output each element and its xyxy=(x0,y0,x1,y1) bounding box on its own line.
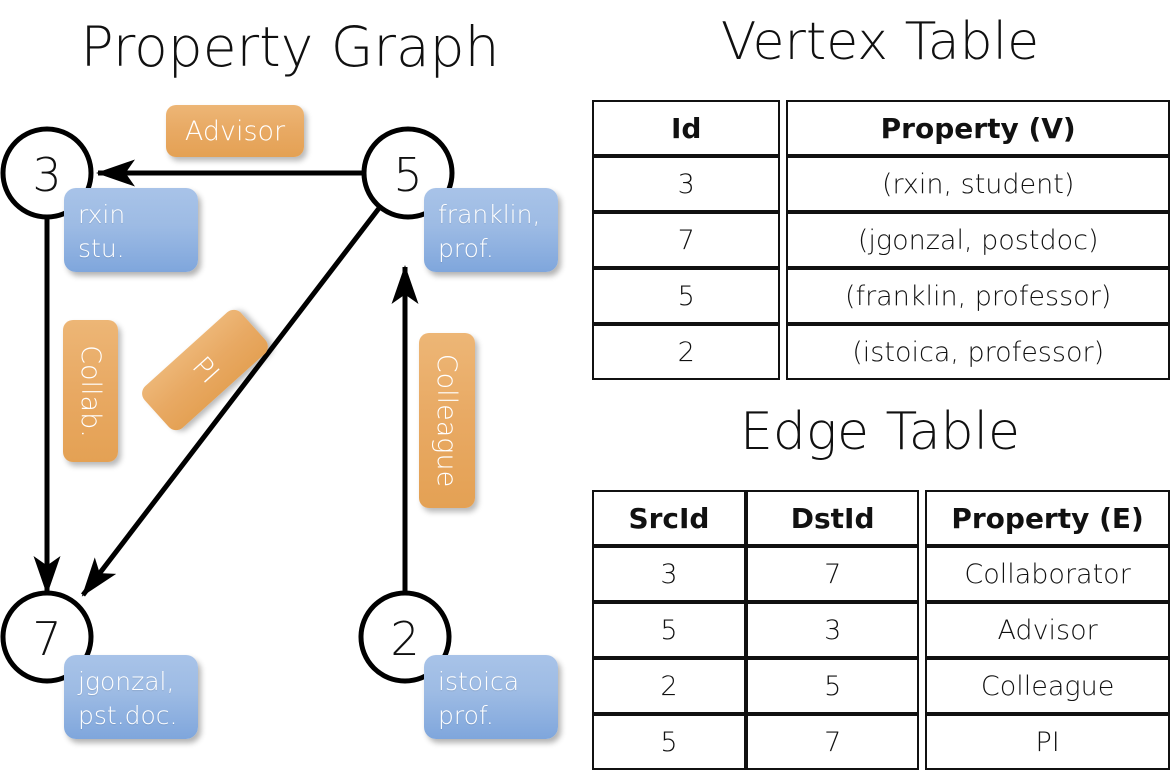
vertex-cell-id: 5 xyxy=(592,268,781,324)
edge-5-to-7-pi xyxy=(81,201,385,597)
vertex-cell-property: (rxin, student) xyxy=(786,156,1170,212)
edge-cell-dstid: 7 xyxy=(745,546,920,602)
table-row[interactable]: 7 (jgonzal, postdoc) xyxy=(592,212,1170,268)
edge-label-collab: Collab. xyxy=(63,320,118,462)
table-row[interactable]: 5 7 PI xyxy=(592,714,1170,770)
edge-header-srcid: SrcId xyxy=(592,490,746,546)
edge-cell-property: PI xyxy=(925,714,1170,770)
table-row[interactable]: 3 7 Collaborator xyxy=(592,546,1170,602)
edge-cell-srcid: 3 xyxy=(592,546,746,602)
page-title-property-graph: Property Graph xyxy=(80,15,500,79)
column-separator xyxy=(919,546,926,602)
vertex-table-header-row: Id Property (V) xyxy=(592,100,1170,156)
edge-cell-property: Advisor xyxy=(925,602,1170,658)
edge-cell-srcid: 5 xyxy=(592,714,746,770)
edge-cell-property: Collaborator xyxy=(925,546,1170,602)
edge-label-text: Advisor xyxy=(184,115,286,147)
section-title-vertex-table: Vertex Table xyxy=(720,12,1040,72)
edge-cell-srcid: 5 xyxy=(592,602,746,658)
vertex-property-box-2: istoica prof. xyxy=(424,655,558,739)
edge-label-colleague: Colleague xyxy=(419,333,475,508)
column-separator xyxy=(919,658,926,714)
edge-header-property: Property (E) xyxy=(925,490,1170,546)
section-title-edge-table: Edge Table xyxy=(739,402,1021,462)
column-separator xyxy=(780,100,787,156)
edge-label-text: Colleague xyxy=(431,353,463,488)
vertex-property-line2: pst.doc. xyxy=(78,700,178,730)
edge-cell-dstid: 7 xyxy=(745,714,920,770)
edge-cell-dstid: 5 xyxy=(745,658,920,714)
vertex-property-line1: jgonzal, xyxy=(78,667,175,696)
edge-label-text: PI xyxy=(185,350,225,390)
column-separator xyxy=(919,714,926,770)
edge-label-advisor: Advisor xyxy=(166,105,304,157)
edge-table-header-row: SrcId DstId Property (E) xyxy=(592,490,1170,546)
edge-header-dstid: DstId xyxy=(745,490,920,546)
column-separator xyxy=(780,156,787,212)
vertex-property-box-5: franklin, prof. xyxy=(424,188,558,272)
edge-cell-srcid: 2 xyxy=(592,658,746,714)
vertex-property-line1: istoica xyxy=(438,667,520,696)
vertex-header-id: Id xyxy=(592,100,781,156)
vertex-property-line2: stu. xyxy=(78,233,125,263)
vertex-cell-property: (istoica, professor) xyxy=(786,324,1170,380)
vertex-property-box-3: rxin stu. xyxy=(64,188,198,272)
vertex-cell-property: (franklin, professor) xyxy=(786,268,1170,324)
table-row[interactable]: 5 (franklin, professor) xyxy=(592,268,1170,324)
column-separator xyxy=(919,490,926,546)
vertex-cell-id: 3 xyxy=(592,156,781,212)
table-row[interactable]: 3 (rxin, student) xyxy=(592,156,1170,212)
vertex-cell-property: (jgonzal, postdoc) xyxy=(786,212,1170,268)
vertex-property-box-7: jgonzal, pst.doc. xyxy=(64,655,198,739)
column-separator xyxy=(780,268,787,324)
vertex-property-line2: prof. xyxy=(438,700,494,730)
column-separator xyxy=(919,602,926,658)
vertex-property-line1: rxin xyxy=(78,200,126,229)
table-row[interactable]: 2 (istoica, professor) xyxy=(592,324,1170,380)
edge-table: SrcId DstId Property (E) 3 7 Collaborato… xyxy=(592,490,1170,770)
vertex-cell-id: 2 xyxy=(592,324,781,380)
edge-cell-dstid: 3 xyxy=(745,602,920,658)
vertex-property-line2: prof. xyxy=(438,233,494,263)
vertex-property-line1: franklin, xyxy=(438,200,541,229)
table-row[interactable]: 5 3 Advisor xyxy=(592,602,1170,658)
vertex-cell-id: 7 xyxy=(592,212,781,268)
vertex-header-property: Property (V) xyxy=(786,100,1170,156)
vertex-table: Id Property (V) 3 (rxin, student) 7 (jgo… xyxy=(592,100,1170,380)
column-separator xyxy=(780,212,787,268)
table-row[interactable]: 2 5 Colleague xyxy=(592,658,1170,714)
property-graph-diagram: 3 5 7 2 rxin stu. franklin, prof. jgonza… xyxy=(0,85,585,760)
edge-label-text: Collab. xyxy=(75,344,106,438)
column-separator xyxy=(780,324,787,380)
edge-cell-property: Colleague xyxy=(925,658,1170,714)
